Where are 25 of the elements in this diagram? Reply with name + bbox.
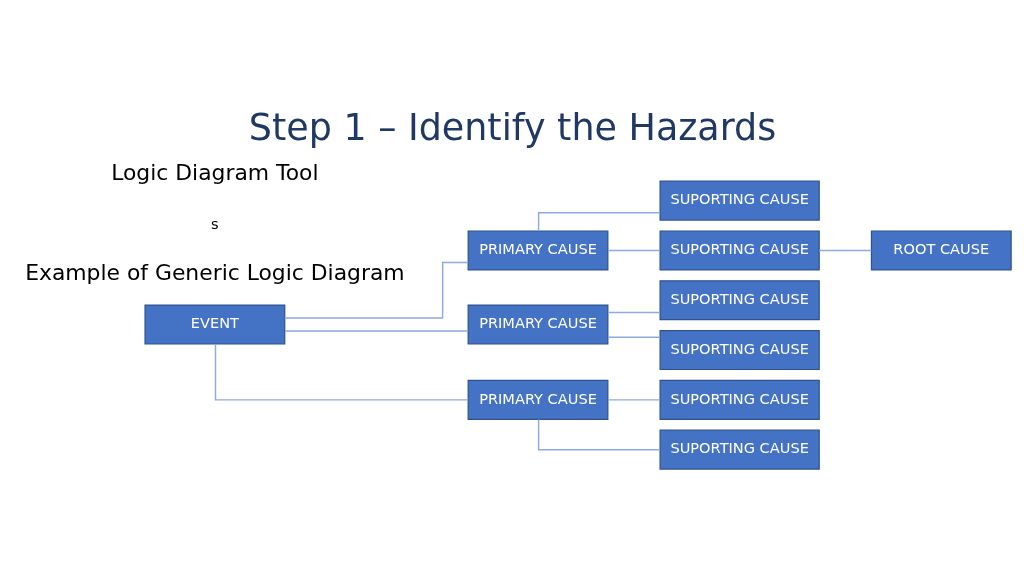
node-box: ROOT CAUSE (870, 230, 1012, 271)
connector (214, 343, 469, 401)
node-box: EVENT (143, 304, 285, 345)
node-box: PRIMARY CAUSE (467, 230, 608, 271)
connector (606, 399, 661, 401)
node-box: SUPORTING CAUSE (659, 180, 820, 221)
node-box: SUPORTING CAUSE (659, 230, 820, 271)
connector (283, 261, 468, 319)
connector (818, 249, 872, 252)
connector (606, 311, 661, 314)
node-box: SUPORTING CAUSE (659, 330, 820, 371)
label: Logic Diagram Tool (110, 160, 319, 186)
connector (537, 212, 660, 232)
node-box: SUPORTING CAUSE (659, 379, 820, 420)
label: s (210, 214, 219, 232)
node-box: PRIMARY CAUSE (467, 304, 608, 345)
node-box: SUPORTING CAUSE (659, 429, 820, 470)
connector (606, 249, 661, 252)
diagram-title: Step 1 – Identify the Hazards (248, 105, 776, 149)
connector (537, 418, 660, 451)
node-box: PRIMARY CAUSE (467, 379, 608, 420)
connector (283, 330, 469, 332)
label: Example of Generic Logic Diagram (24, 260, 405, 286)
node-box: SUPORTING CAUSE (659, 280, 820, 321)
connector (606, 336, 661, 339)
